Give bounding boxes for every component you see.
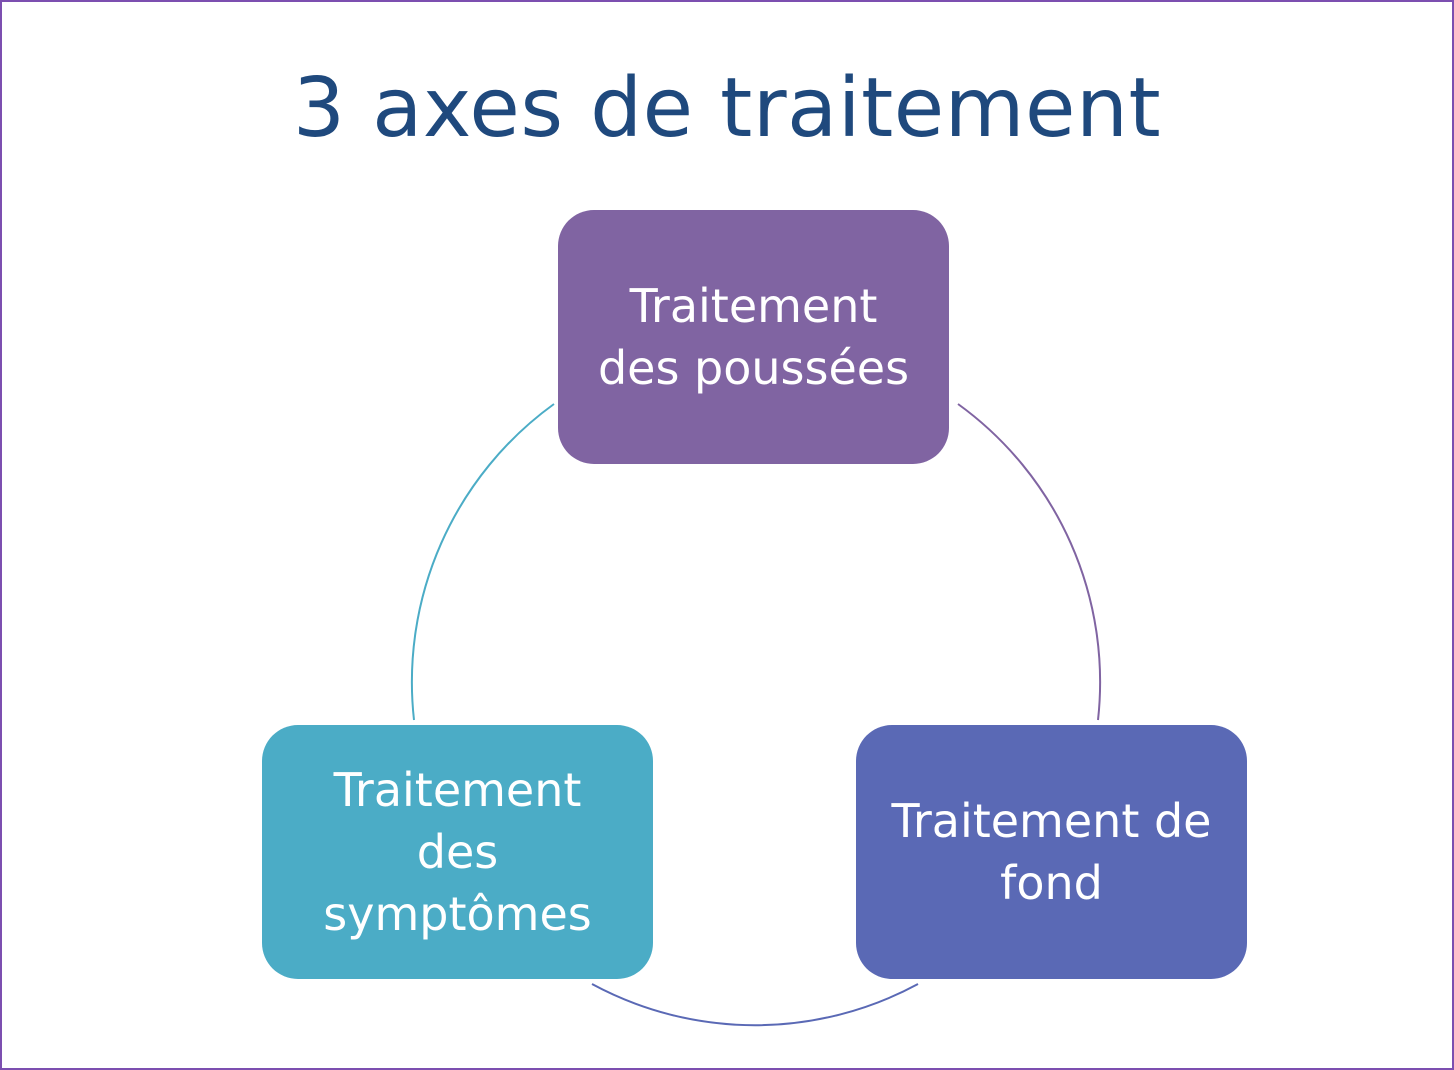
slide-title: 3 axes de traitement (292, 61, 1162, 156)
cycle-arc-fond-to-symptomes (591, 983, 919, 1027)
node-traitement-de-fond: Traitement de fond (856, 725, 1247, 979)
cycle-arc-poussees-to-fond (957, 403, 1102, 721)
cycle-arc-symptomes-to-poussees (410, 403, 555, 721)
node-traitement-des-poussees: Traitement des poussées (558, 210, 949, 464)
node-traitement-des-symptomes: Traitement des symptômes (262, 725, 653, 979)
